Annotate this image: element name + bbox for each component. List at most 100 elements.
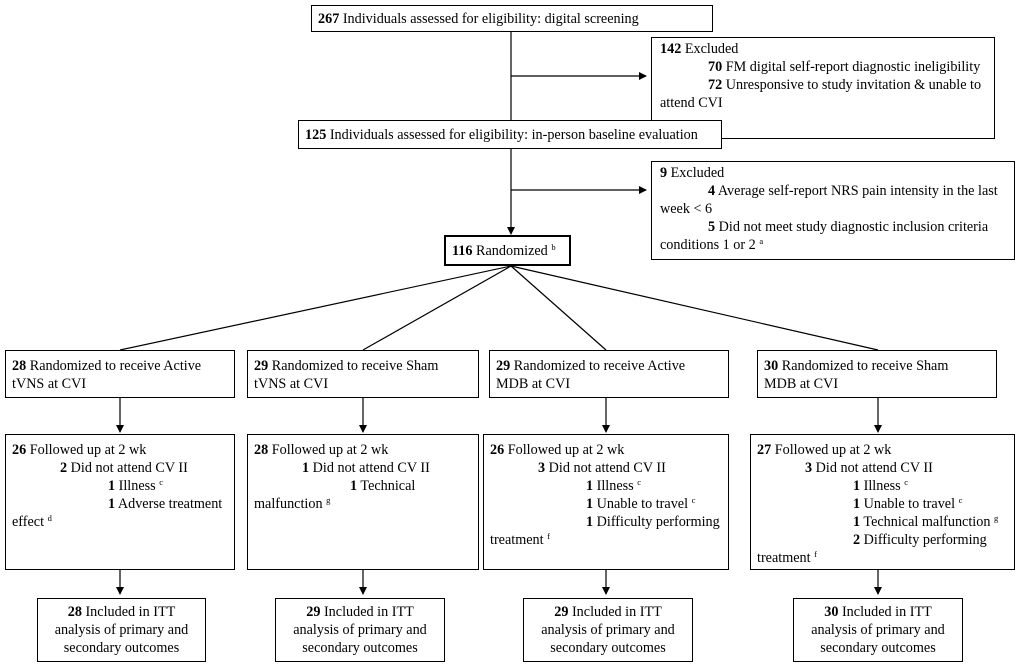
excluded2-item1-text: Average self-report NRS pain intensity i… (717, 183, 998, 199)
arm1-itt-line3: secondary outcomes (63, 640, 180, 656)
screening-box: 267 Individuals assessed for eligibility… (311, 5, 713, 32)
baseline-text: Individuals assessed for eligibility: in… (329, 127, 698, 143)
branch-arm1 (119, 265, 512, 351)
arm4-itt-count: 30 (824, 604, 839, 620)
excluded-box-2: 9 Excluded 4 Average self-report NRS pai… (651, 161, 1015, 260)
arm4-itt-box: 30 Included in ITT analysis of primary a… (793, 598, 963, 662)
screening-count: 267 (318, 11, 340, 27)
arm4-fu-l4-count: 1 (853, 496, 861, 512)
arm4-fu-l2-text: Did not attend CV II (815, 460, 933, 476)
arm1-fu-l5-text: effect (12, 514, 45, 530)
arm3-followup-box: 26 Followed up at 2 wk 3 Did not attend … (483, 434, 729, 570)
arm3-fu-text: Followed up at 2 wk (507, 442, 625, 458)
arm4-fu-l4-sup: c (958, 495, 963, 505)
arm2-itt-line2: analysis of primary and (293, 622, 427, 638)
arm4-fu-l4-text: Unable to travel (863, 496, 956, 512)
arm4-alloc-line1: Randomized to receive Sham (781, 358, 949, 374)
excluded1-item2-count: 72 (708, 77, 723, 93)
arm1-fu-l2-count: 2 (60, 460, 68, 476)
excluded-box-1: 142 Excluded 70 FM digital self-report d… (651, 37, 995, 139)
arm4-fu-l5-count: 1 (853, 514, 861, 530)
excluded1-label: Excluded (684, 41, 739, 57)
arm2-fu-l2-count: 1 (302, 460, 310, 476)
baseline-count: 125 (305, 127, 327, 143)
branch-arm4 (510, 265, 879, 351)
arm1-followup-box: 26 Followed up at 2 wk 2 Did not attend … (5, 434, 235, 570)
randomized-text: Randomized (476, 243, 548, 259)
branch-arm3 (510, 265, 607, 351)
arm2-fu-text: Followed up at 2 wk (271, 442, 389, 458)
arm3-itt-line1: Included in ITT (571, 604, 662, 620)
branch-arm2 (362, 265, 512, 351)
arm3-fu-l4-sup: c (691, 495, 696, 505)
arm3-itt-line2: analysis of primary and (541, 622, 675, 638)
excluded1-item1-count: 70 (708, 59, 723, 75)
excluded2-item2-text: Did not meet study diagnostic inclusion … (718, 219, 989, 235)
arm4-fu-l3-count: 1 (853, 478, 861, 494)
arm1-fu-text: Followed up at 2 wk (29, 442, 147, 458)
arm4-followup-box: 27 Followed up at 2 wk 3 Did not attend … (750, 434, 1015, 570)
arm3-fu-l2-count: 3 (538, 460, 546, 476)
arm2-fu-l3-count: 1 (350, 478, 358, 494)
arm4-fu-l6-text: Difficulty performing (863, 532, 987, 548)
excluded1-count: 142 (660, 41, 682, 57)
arm1-alloc-count: 28 (12, 358, 27, 374)
arm1-fu-count: 26 (12, 442, 27, 458)
arm3-fu-l4-text: Unable to travel (596, 496, 689, 512)
arm3-fu-count: 26 (490, 442, 505, 458)
arm3-fu-l2-text: Did not attend CV II (548, 460, 666, 476)
baseline-box: 125 Individuals assessed for eligibility… (298, 120, 722, 149)
excluded2-item2-sup: a (759, 236, 764, 246)
arm4-allocation-box: 30 Randomized to receive Sham MDB at CVI (757, 350, 997, 398)
arm1-fu-l4-count: 1 (108, 496, 116, 512)
arm3-alloc-count: 29 (496, 358, 511, 374)
excluded1-item1-text: FM digital self-report diagnostic inelig… (725, 59, 981, 75)
arm4-fu-l5-sup: g (993, 513, 999, 523)
arm4-fu-l6-count: 2 (853, 532, 861, 548)
arm1-alloc-line2: tVNS at CVI (12, 376, 87, 392)
arm2-followup-box: 28 Followed up at 2 wk 1 Did not attend … (247, 434, 479, 570)
arm4-itt-line1: Included in ITT (841, 604, 932, 620)
arm3-allocation-box: 29 Randomized to receive Active MDB at C… (489, 350, 729, 398)
arm3-itt-count: 29 (554, 604, 569, 620)
excluded2-item1-count: 4 (708, 183, 716, 199)
excluded1-item2-cont: attend CVI (660, 95, 723, 111)
arm4-itt-line2: analysis of primary and (811, 622, 945, 638)
arm3-fu-l3-text: Illness (596, 478, 634, 494)
arm3-fu-l3-sup: c (637, 477, 642, 487)
arm2-fu-count: 28 (254, 442, 269, 458)
arm1-itt-box: 28 Included in ITT analysis of primary a… (37, 598, 206, 662)
arm2-fu-l2-text: Did not attend CV II (312, 460, 430, 476)
arm1-fu-l2-text: Did not attend CV II (70, 460, 188, 476)
arm3-itt-line3: secondary outcomes (550, 640, 666, 656)
arm2-itt-line1: Included in ITT (323, 604, 414, 620)
arm3-fu-l3-count: 1 (586, 478, 594, 494)
arm3-alloc-line2: MDB at CVI (496, 376, 571, 392)
arm2-alloc-line2: tVNS at CVI (254, 376, 329, 392)
arm4-fu-l2-count: 3 (805, 460, 813, 476)
excluded2-label: Excluded (670, 165, 725, 181)
arm1-fu-l4-text: Adverse treatment (117, 496, 223, 512)
arm3-fu-l5-count: 1 (586, 514, 594, 530)
arm1-alloc-line1: Randomized to receive Active (29, 358, 202, 374)
excluded2-item2-cont: conditions 1 or 2 (660, 237, 756, 253)
arm1-fu-l5-sup: d (47, 513, 52, 523)
arm2-alloc-line1: Randomized to receive Sham (271, 358, 439, 374)
arm1-fu-l3-text: Illness (118, 478, 156, 494)
arm1-itt-line2: analysis of primary and (54, 622, 189, 638)
excluded2-item1-cont: week < 6 (660, 201, 713, 217)
arm2-itt-line3: secondary outcomes (302, 640, 418, 656)
arm1-itt-line1: Included in ITT (85, 604, 176, 620)
excluded2-count: 9 (660, 165, 668, 181)
arm1-fu-l3-sup: c (159, 477, 164, 487)
arm1-allocation-box: 28 Randomized to receive Active tVNS at … (5, 350, 235, 398)
arm3-fu-l5-text: Difficulty performing (596, 514, 720, 530)
arm2-itt-count: 29 (306, 604, 321, 620)
screening-text: Individuals assessed for eligibility: di… (342, 11, 639, 27)
arm1-fu-l3-count: 1 (108, 478, 116, 494)
arm2-itt-box: 29 Included in ITT analysis of primary a… (275, 598, 445, 662)
arm4-fu-l3-sup: c (904, 477, 909, 487)
excluded2-item2-count: 5 (708, 219, 716, 235)
arm2-allocation-box: 29 Randomized to receive Sham tVNS at CV… (247, 350, 479, 398)
